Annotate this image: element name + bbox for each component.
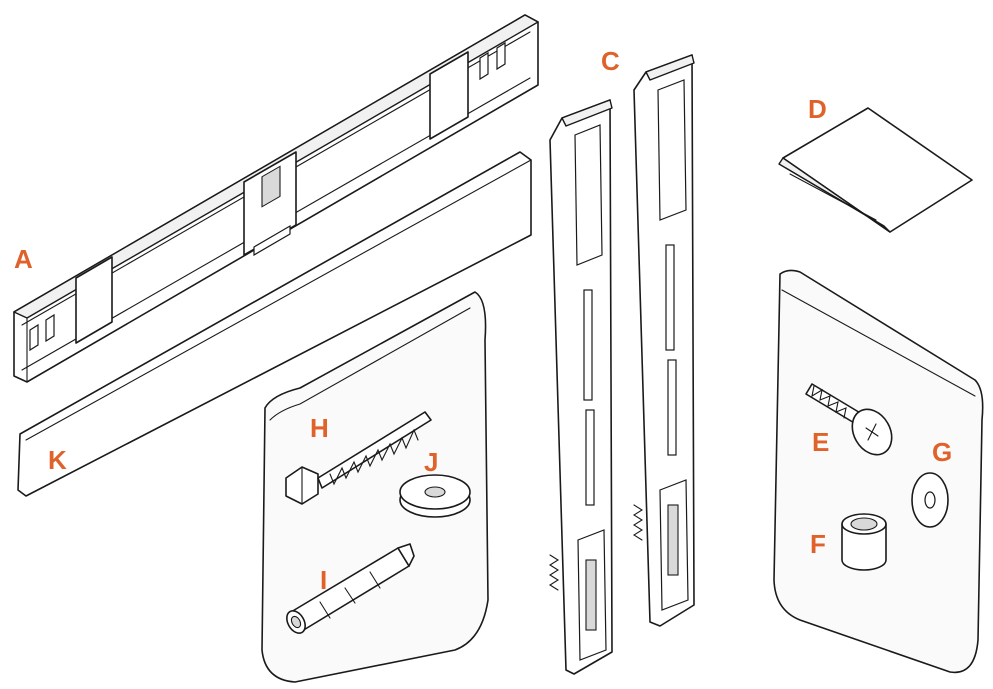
part-f-spacer [841, 513, 887, 571]
label-i: I [320, 565, 327, 595]
part-i-wall-plug [286, 543, 415, 634]
label-g: G [932, 437, 952, 467]
bag-right [773, 269, 984, 674]
part-e-machine-screw [805, 383, 893, 456]
label-h: H [310, 413, 329, 443]
part-h-lag-screw [285, 411, 432, 505]
part-j-thick-washer [399, 474, 471, 518]
part-c-rail-right [632, 54, 695, 627]
part-g-flat-washer [911, 472, 949, 528]
label-a: A [14, 244, 33, 274]
part-d-template [778, 107, 973, 233]
label-f: F [810, 529, 826, 559]
label-c: C [601, 46, 620, 76]
part-c-rail-left [548, 99, 613, 675]
label-d: D [808, 94, 827, 124]
label-k: K [48, 445, 67, 475]
bag-left [261, 291, 489, 683]
label-e: E [812, 427, 829, 457]
part-k-cover-strip [17, 151, 532, 497]
label-j: J [424, 447, 438, 477]
part-a-bracket [13, 14, 539, 383]
